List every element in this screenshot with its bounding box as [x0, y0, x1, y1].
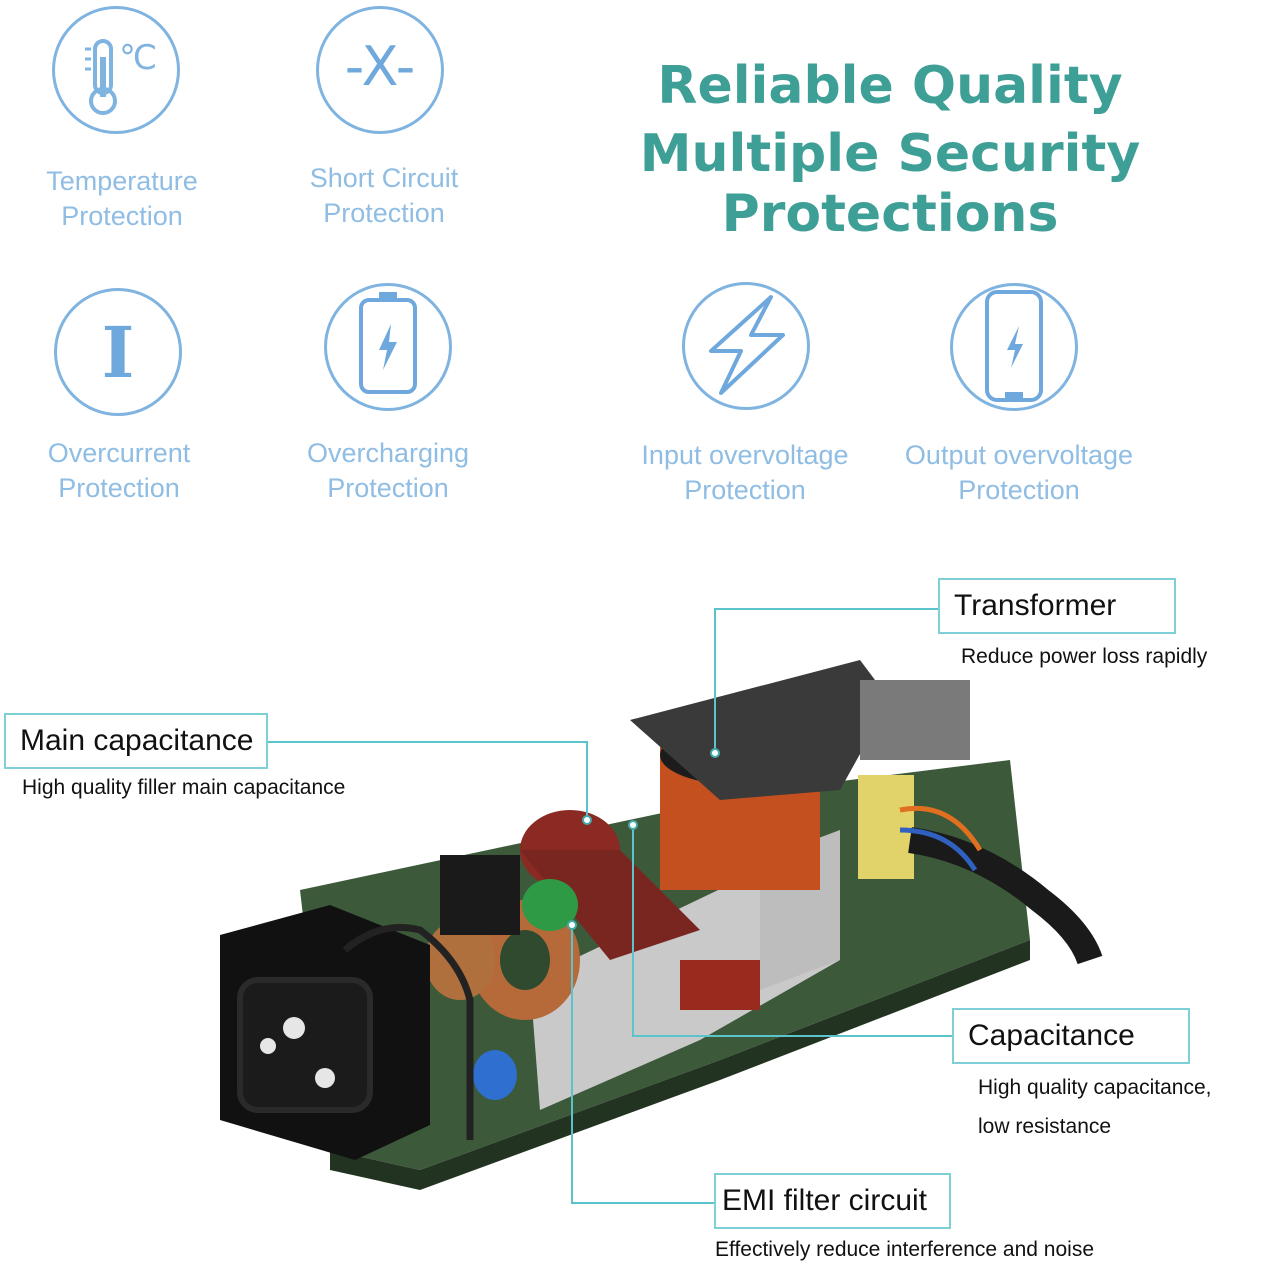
short-circuit-icon: -X- [344, 35, 416, 98]
transformer-leader-v [714, 608, 716, 752]
capacitance-leader-h [632, 1035, 952, 1037]
headline-security-protections: Multiple Security Protections [639, 124, 1141, 244]
transformer-label: Transformer [954, 589, 1117, 622]
capacitance-desc-line1: High quality capacitance, [978, 1076, 1212, 1099]
input-overvoltage-protection-circle [682, 282, 810, 410]
capacitance-label: Capacitance [968, 1019, 1135, 1052]
phone-charging-icon [985, 290, 1043, 402]
battery-icon [359, 292, 417, 394]
main-capacitance-pointer [582, 815, 592, 825]
celsius-unit: ℃ [119, 38, 157, 78]
transformer-pointer [710, 748, 720, 758]
transformer-leader-h [714, 608, 938, 610]
capacitance-callout: Capacitance [952, 1008, 1190, 1064]
output-overvoltage-protection-circle [950, 283, 1078, 411]
emi-filter-callout: EMI filter circuit [714, 1173, 951, 1229]
transformer-desc: Reduce power loss rapidly [961, 645, 1208, 668]
temperature-protection-circle: ℃ [52, 6, 180, 134]
main-capacitance-desc: High quality filler main capacitance [22, 776, 346, 799]
headline-reliable-quality: Reliable Quality [657, 56, 1123, 116]
emi-leader-h [571, 1202, 714, 1204]
capacitance-leader-v [632, 826, 634, 1036]
lightning-icon [709, 295, 785, 395]
main-capacitance-leader-v [586, 741, 588, 821]
thermometer-icon: ℃ [85, 38, 157, 115]
main-capacitance-leader-h [268, 741, 586, 743]
overcurrent-protection-circle: I [54, 288, 182, 416]
emi-leader-v [571, 925, 573, 1203]
capacitance-pointer [628, 820, 638, 830]
emi-pointer [567, 920, 577, 930]
emi-filter-desc: Effectively reduce interference and nois… [715, 1238, 1095, 1261]
main-capacitance-label: Main capacitance [20, 724, 254, 757]
capacitance-desc-line2: low resistance [978, 1115, 1112, 1138]
short-circuit-protection-circle: -X- [316, 6, 444, 134]
main-capacitance-callout: Main capacitance [4, 713, 268, 769]
transformer-callout: Transformer [938, 578, 1176, 634]
overcharging-protection-circle [324, 283, 452, 411]
emi-filter-label: EMI filter circuit [722, 1184, 928, 1217]
overcurrent-icon: I [101, 311, 135, 394]
